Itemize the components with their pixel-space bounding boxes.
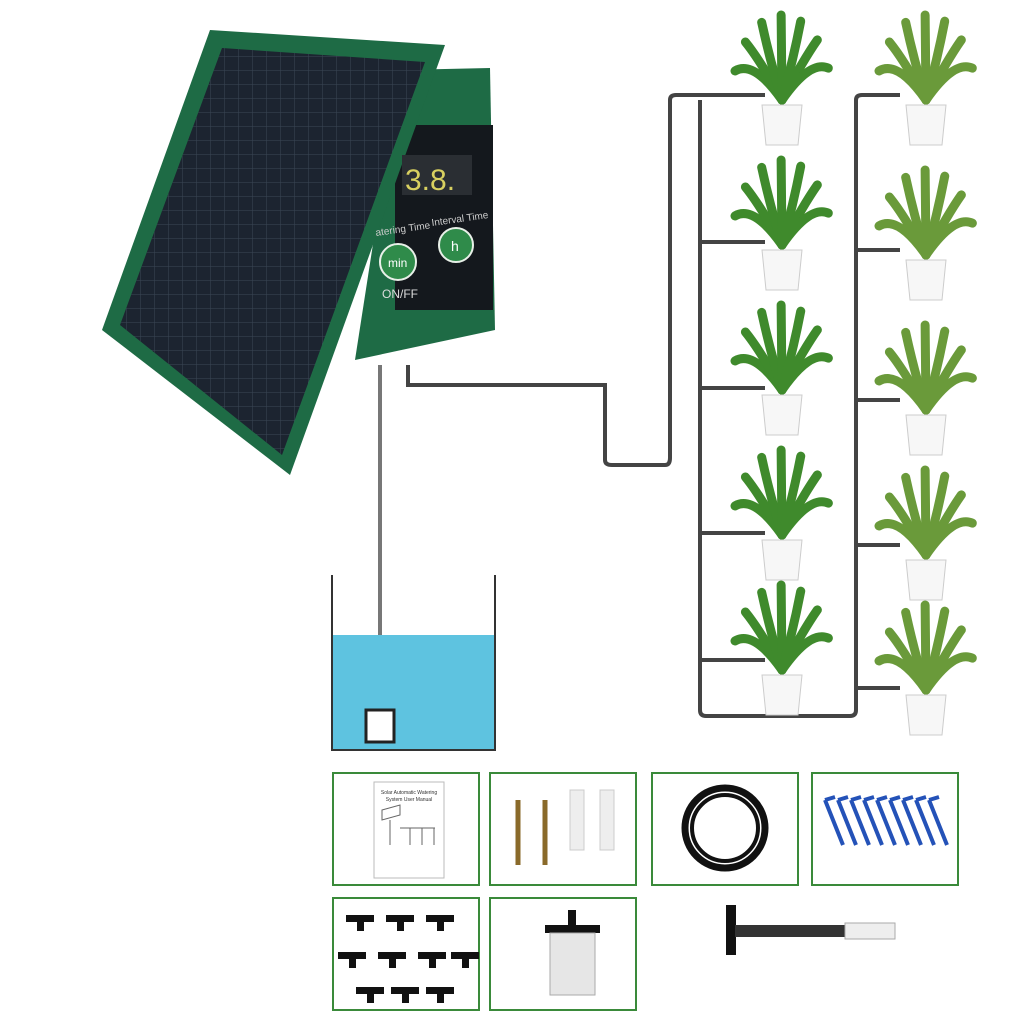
hour-button[interactable]: h (438, 227, 474, 263)
stakes-box (811, 772, 959, 886)
plant-right-4 (874, 465, 977, 601)
svg-text:System User Manual: System User Manual (386, 797, 432, 803)
user-manual: Solar Automatic Watering System User Man… (373, 781, 445, 879)
pot (905, 694, 947, 736)
pot (761, 104, 803, 146)
pot (905, 104, 947, 146)
drip-stake (862, 795, 884, 846)
tubing-coil-inner (690, 793, 760, 863)
tubing-coil (681, 784, 769, 872)
leaf (777, 352, 833, 395)
tee-valve-connector (726, 905, 896, 955)
tee-connector-stem (367, 987, 374, 1003)
pot (905, 559, 947, 601)
pot (761, 394, 803, 436)
tee-connector-stem (437, 987, 444, 1003)
plant-right-2 (874, 165, 977, 301)
leaf (921, 217, 977, 260)
screws-and-anchors (515, 789, 615, 865)
tee-connector-stem (429, 952, 436, 968)
filter-box (489, 897, 637, 1011)
tee-connector-stem (389, 952, 396, 968)
leaf (777, 632, 833, 675)
tee-connector-stem (462, 952, 469, 968)
leaf (777, 497, 833, 540)
water-filter (545, 910, 600, 996)
svg-text:min: min (388, 256, 407, 270)
pot (761, 674, 803, 716)
plant-right-5 (874, 600, 977, 736)
plant-left-2 (730, 155, 833, 291)
tubing (378, 93, 900, 718)
manual-box (332, 772, 480, 886)
plant-right-1 (874, 10, 977, 146)
drip-stake (836, 795, 858, 846)
min-button[interactable]: min (379, 243, 417, 281)
plant-left-4 (730, 445, 833, 581)
tubing-box (651, 772, 799, 886)
tee-connector-stem (397, 915, 404, 931)
lcd-display (402, 155, 472, 195)
drip-stake (927, 795, 949, 846)
drip-stake (849, 795, 871, 846)
svg-text:Solar Automatic Watering: Solar Automatic Watering (381, 790, 437, 796)
drip-stake (875, 795, 897, 846)
tee-connector-stem (349, 952, 356, 968)
screws-box (489, 772, 637, 886)
drip-stake (823, 795, 845, 846)
filter-in-water (364, 708, 396, 744)
leaf (921, 372, 977, 415)
drip-stake (888, 795, 910, 846)
drip-stake (901, 795, 923, 846)
pot (905, 414, 947, 456)
tee-connector-stem (437, 915, 444, 931)
leaf (921, 652, 977, 695)
solar-panel (102, 30, 445, 475)
leaf (777, 62, 833, 105)
tee-connector-stem (402, 987, 409, 1003)
plant-right-3 (874, 320, 977, 456)
water-bucket (331, 575, 496, 751)
pot (905, 259, 947, 301)
leaf (921, 62, 977, 105)
tee-connectors (338, 915, 479, 1003)
onoff-label: ON/FF (382, 287, 418, 301)
pot (761, 249, 803, 291)
tee-connector-stem (357, 915, 364, 931)
drip-stake (914, 795, 936, 846)
plant-left-1 (730, 10, 833, 146)
svg-text:h: h (451, 238, 459, 254)
leaf (921, 517, 977, 560)
pot (761, 539, 803, 581)
leaf (777, 207, 833, 250)
drip-stakes (823, 795, 949, 846)
plant-pots (730, 10, 977, 736)
plant-left-3 (730, 300, 833, 436)
plant-left-5 (730, 580, 833, 716)
display-value: 3.8. (405, 164, 455, 197)
